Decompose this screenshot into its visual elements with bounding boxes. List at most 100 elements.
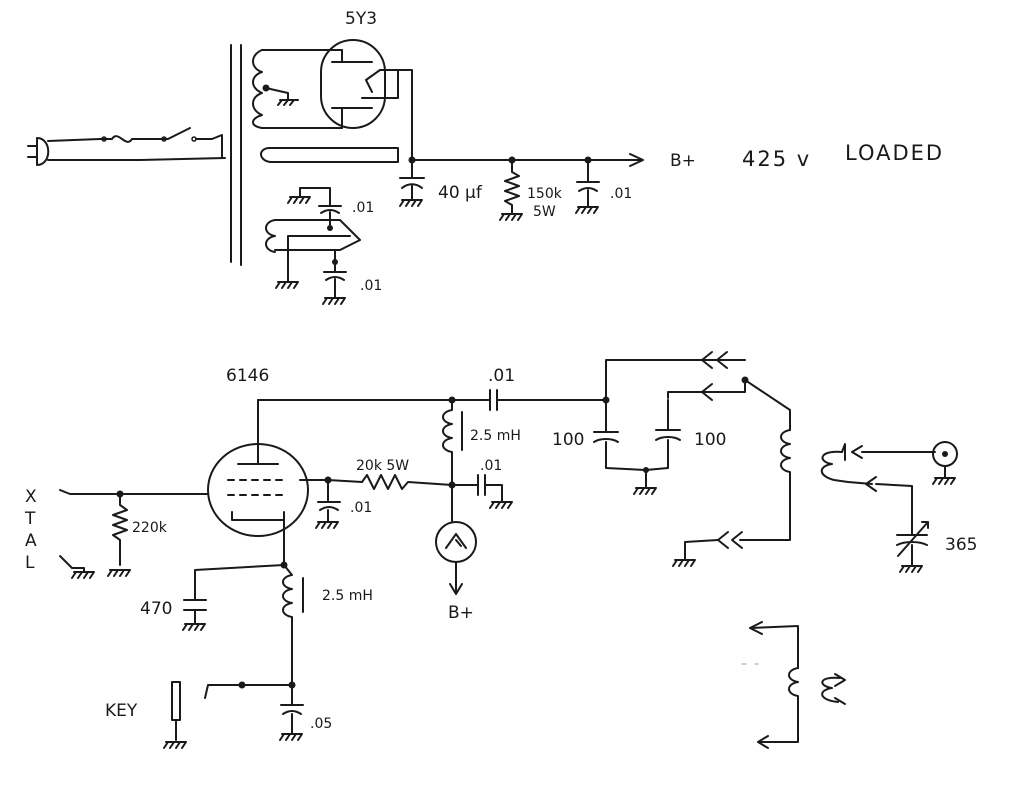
ground-icon: [182, 623, 206, 631]
tube-plate: [237, 399, 279, 465]
heater-winding-icon: [265, 219, 276, 253]
cathode-choke-label: 2.5 mH: [322, 588, 373, 604]
antenna-variable-capacitor-icon: [896, 521, 929, 567]
crystal-return-lead: [59, 555, 85, 573]
loaded-label: LOADED: [845, 141, 944, 165]
cathode-cap-lead: [194, 564, 285, 601]
screen-resistor-icon: [361, 474, 453, 490]
ground-icon: [932, 465, 956, 485]
ground-icon: [499, 213, 523, 221]
tank-capacitor-left-icon: [593, 399, 647, 471]
bypass-capacitor-icon: [576, 159, 600, 208]
switch-terminal-icon: [191, 136, 197, 142]
band-switch-contact-icon: [701, 351, 728, 369]
antenna-connector-center: [942, 451, 948, 457]
bleeder-value-label: 150k: [527, 186, 563, 202]
key-label: KEY: [105, 701, 138, 721]
switch-terminal-icon: [161, 136, 167, 142]
plate-choke-icon: [442, 399, 453, 486]
voltage-label: 425 v: [742, 147, 811, 171]
heater-cap-bottom-label: .01: [360, 278, 382, 294]
grid-leak-resistor-icon: [112, 493, 128, 566]
band-switch-contact-icon: [717, 531, 743, 549]
heater-bypass-capacitor-icon: [318, 205, 342, 229]
ground-icon: [107, 569, 131, 577]
fuse-terminal-icon: [101, 136, 107, 142]
antenna-cap-lead: [875, 483, 913, 536]
tank-ground-lead: [684, 539, 719, 561]
ground-icon: [633, 487, 657, 495]
output-link-coil-icon: [820, 450, 849, 483]
meter-arrow-icon: [449, 561, 463, 595]
meter-icon: [435, 521, 477, 563]
cathode-choke-icon: [282, 564, 293, 686]
tube-cathode: [231, 511, 285, 521]
ground-icon: [322, 297, 346, 305]
hv-secondary-winding-icon: [252, 49, 263, 129]
ground-icon: [277, 99, 299, 106]
grid-bypass-capacitor-icon: [317, 479, 341, 523]
tank-switch-lead: [667, 377, 746, 399]
xtal-letter: T: [24, 509, 36, 529]
heater-cap-lead: [299, 187, 331, 207]
output-switch-contact-icon: [851, 445, 877, 492]
crystal-input-lead: [59, 489, 209, 495]
cathode-capacitor-icon: [183, 599, 207, 625]
bleeder-watts-label: 5W: [533, 204, 556, 220]
tube-6146-label: 6146: [226, 366, 269, 386]
ac-line-cord: [47, 138, 226, 161]
tank-cap-right-label: 100: [694, 430, 726, 450]
screen-bypass-capacitor-icon: [451, 474, 503, 503]
key-capacitor-icon: [280, 684, 304, 735]
ground-icon: [899, 565, 923, 573]
grid-bypass-label: .01: [350, 500, 372, 516]
rectifier-cathode-lead: [397, 69, 413, 161]
ground-icon: [399, 199, 423, 207]
center-tap-lead: [265, 87, 289, 101]
filter-cap-label: 40 µf: [438, 183, 483, 203]
coil-detail-link-icon: [821, 673, 846, 705]
ground-icon: [489, 501, 513, 509]
screen-resistor-label: 20k 5W: [356, 458, 409, 474]
ground-icon: [163, 741, 187, 749]
coupling-cap-label: .01: [488, 366, 515, 386]
tank-coil-lead: [744, 379, 791, 431]
ground-icon: [315, 521, 339, 529]
bplus-arrow-icon: [629, 153, 644, 167]
heater-bypass-capacitor-icon: [323, 249, 347, 299]
ground-icon: [575, 206, 599, 214]
tank-cap-left-label: 100: [552, 430, 584, 450]
plate-choke-label: 2.5 mH: [470, 428, 521, 444]
rectifier-filament: [361, 69, 399, 99]
heater-leads: [274, 219, 361, 283]
ground-icon: [287, 196, 311, 204]
bplus-label: B+: [670, 151, 696, 171]
heater-cap-top-label: .01: [352, 200, 374, 216]
fuse-icon: [99, 135, 161, 143]
antenna-cap-label: 365: [945, 535, 977, 555]
screen-bypass-label: .01: [480, 458, 502, 474]
ground-icon: [275, 281, 299, 289]
ground-icon: [672, 559, 696, 567]
transmitter-section: 6146 .01 2.5 mH 20k 5W .01 .01 B+: [24, 351, 977, 749]
bleeder-resistor-icon: [504, 159, 520, 215]
power-supply-section: 5Y3 B+ 425 v LOADED 40 µf 150k 5W .01 .0…: [27, 9, 944, 305]
switch-icon: [159, 127, 223, 159]
bypass-cap-label: .01: [610, 186, 632, 202]
xtal-letter: X: [25, 487, 37, 507]
heater-junction: [327, 225, 333, 231]
filter-capacitor-icon: [399, 159, 425, 201]
cathode-cap-label: 470: [140, 599, 172, 619]
meter-needle: [445, 533, 467, 549]
key-cap-label: .05: [310, 716, 332, 732]
ground-icon: [279, 733, 303, 741]
coupling-capacitor-icon: [489, 389, 607, 411]
ground-icon: [71, 571, 95, 579]
tank-top-lead: [605, 359, 746, 401]
tank-coil-icon: [739, 429, 791, 541]
meter-bplus-label: B+: [448, 603, 474, 623]
key-lead: [204, 684, 293, 699]
filament-winding-icon: [260, 147, 399, 163]
